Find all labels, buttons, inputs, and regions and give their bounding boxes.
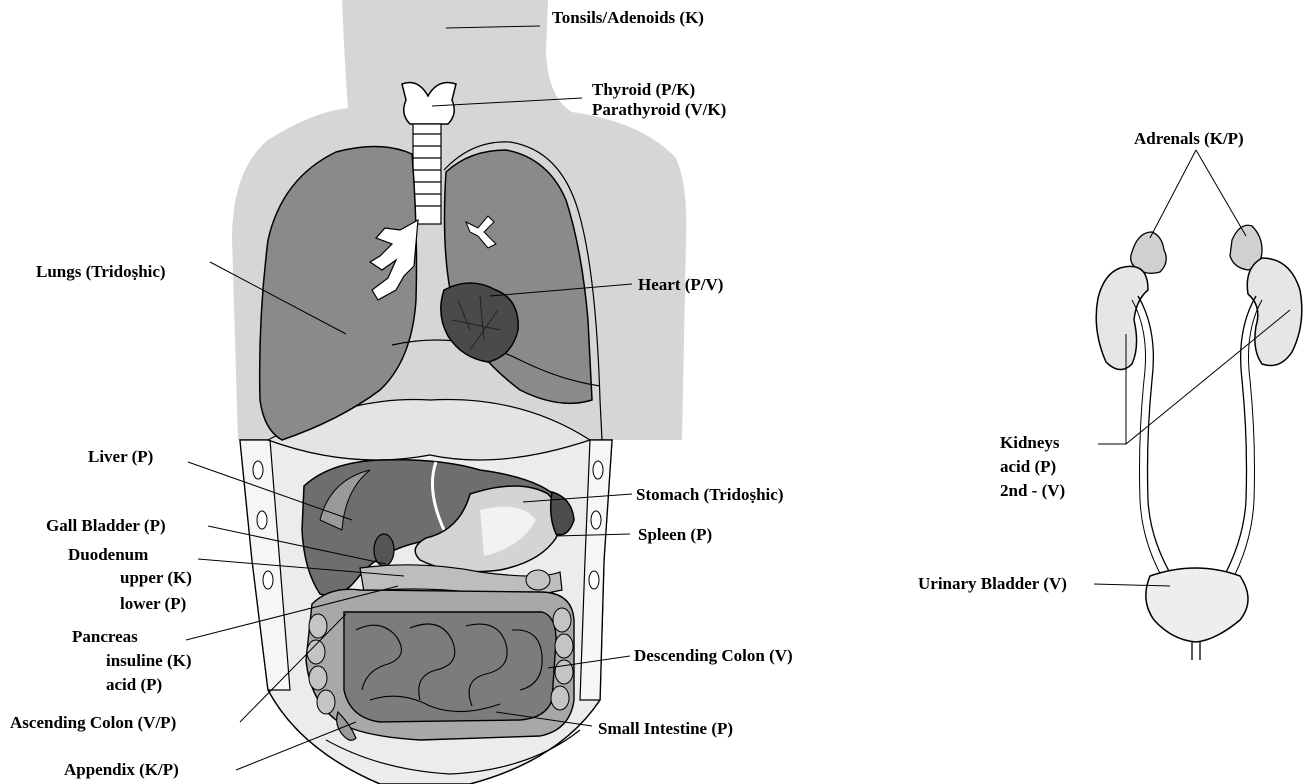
small-intestine	[344, 612, 556, 722]
label-duodenum: Duodenum	[68, 545, 148, 564]
label-small-intestine: Small Intestine (P)	[598, 719, 733, 738]
right-kidney	[1247, 258, 1302, 366]
label-spleen: Spleen (P)	[638, 525, 712, 544]
label-liver: Liver (P)	[88, 447, 153, 466]
gall-bladder	[374, 534, 394, 566]
label-kidneys-acid: acid (P)	[1000, 457, 1056, 476]
label-stomach: Stomach (Tridoṣhic)	[636, 485, 784, 504]
label-descending-colon: Descending Colon (V)	[634, 646, 793, 665]
label-pancreas-insuline: insuline (K)	[106, 651, 192, 670]
label-kidneys-2nd: 2nd - (V)	[1000, 481, 1065, 500]
label-tonsils: Tonsils/Adenoids (K)	[552, 8, 704, 27]
label-thyroid: Thyroid (P/K)	[592, 80, 695, 99]
label-pancreas: Pancreas	[72, 627, 138, 646]
label-duodenum-lower: lower (P)	[120, 594, 186, 613]
trachea	[413, 124, 441, 224]
label-ascending-colon: Ascending Colon (V/P)	[10, 713, 176, 732]
left-ureter	[1138, 296, 1174, 580]
label-pancreas-acid: acid (P)	[106, 675, 162, 694]
urethra	[1192, 642, 1200, 660]
label-parathyroid: Parathyroid (V/K)	[592, 100, 726, 119]
label-lungs: Lungs (Tridoṣhic)	[36, 262, 166, 281]
urinary-bladder	[1146, 568, 1248, 642]
label-duodenum-upper: upper (K)	[120, 568, 192, 587]
label-heart: Heart (P/V)	[638, 275, 723, 294]
label-adrenals: Adrenals (K/P)	[1134, 129, 1244, 148]
label-appendix: Appendix (K/P)	[64, 760, 179, 779]
right-ureter	[1222, 296, 1256, 580]
label-gall-bladder: Gall Bladder (P)	[46, 516, 166, 535]
label-urinary-bladder: Urinary Bladder (V)	[918, 574, 1067, 593]
label-kidneys: Kidneys	[1000, 433, 1060, 452]
